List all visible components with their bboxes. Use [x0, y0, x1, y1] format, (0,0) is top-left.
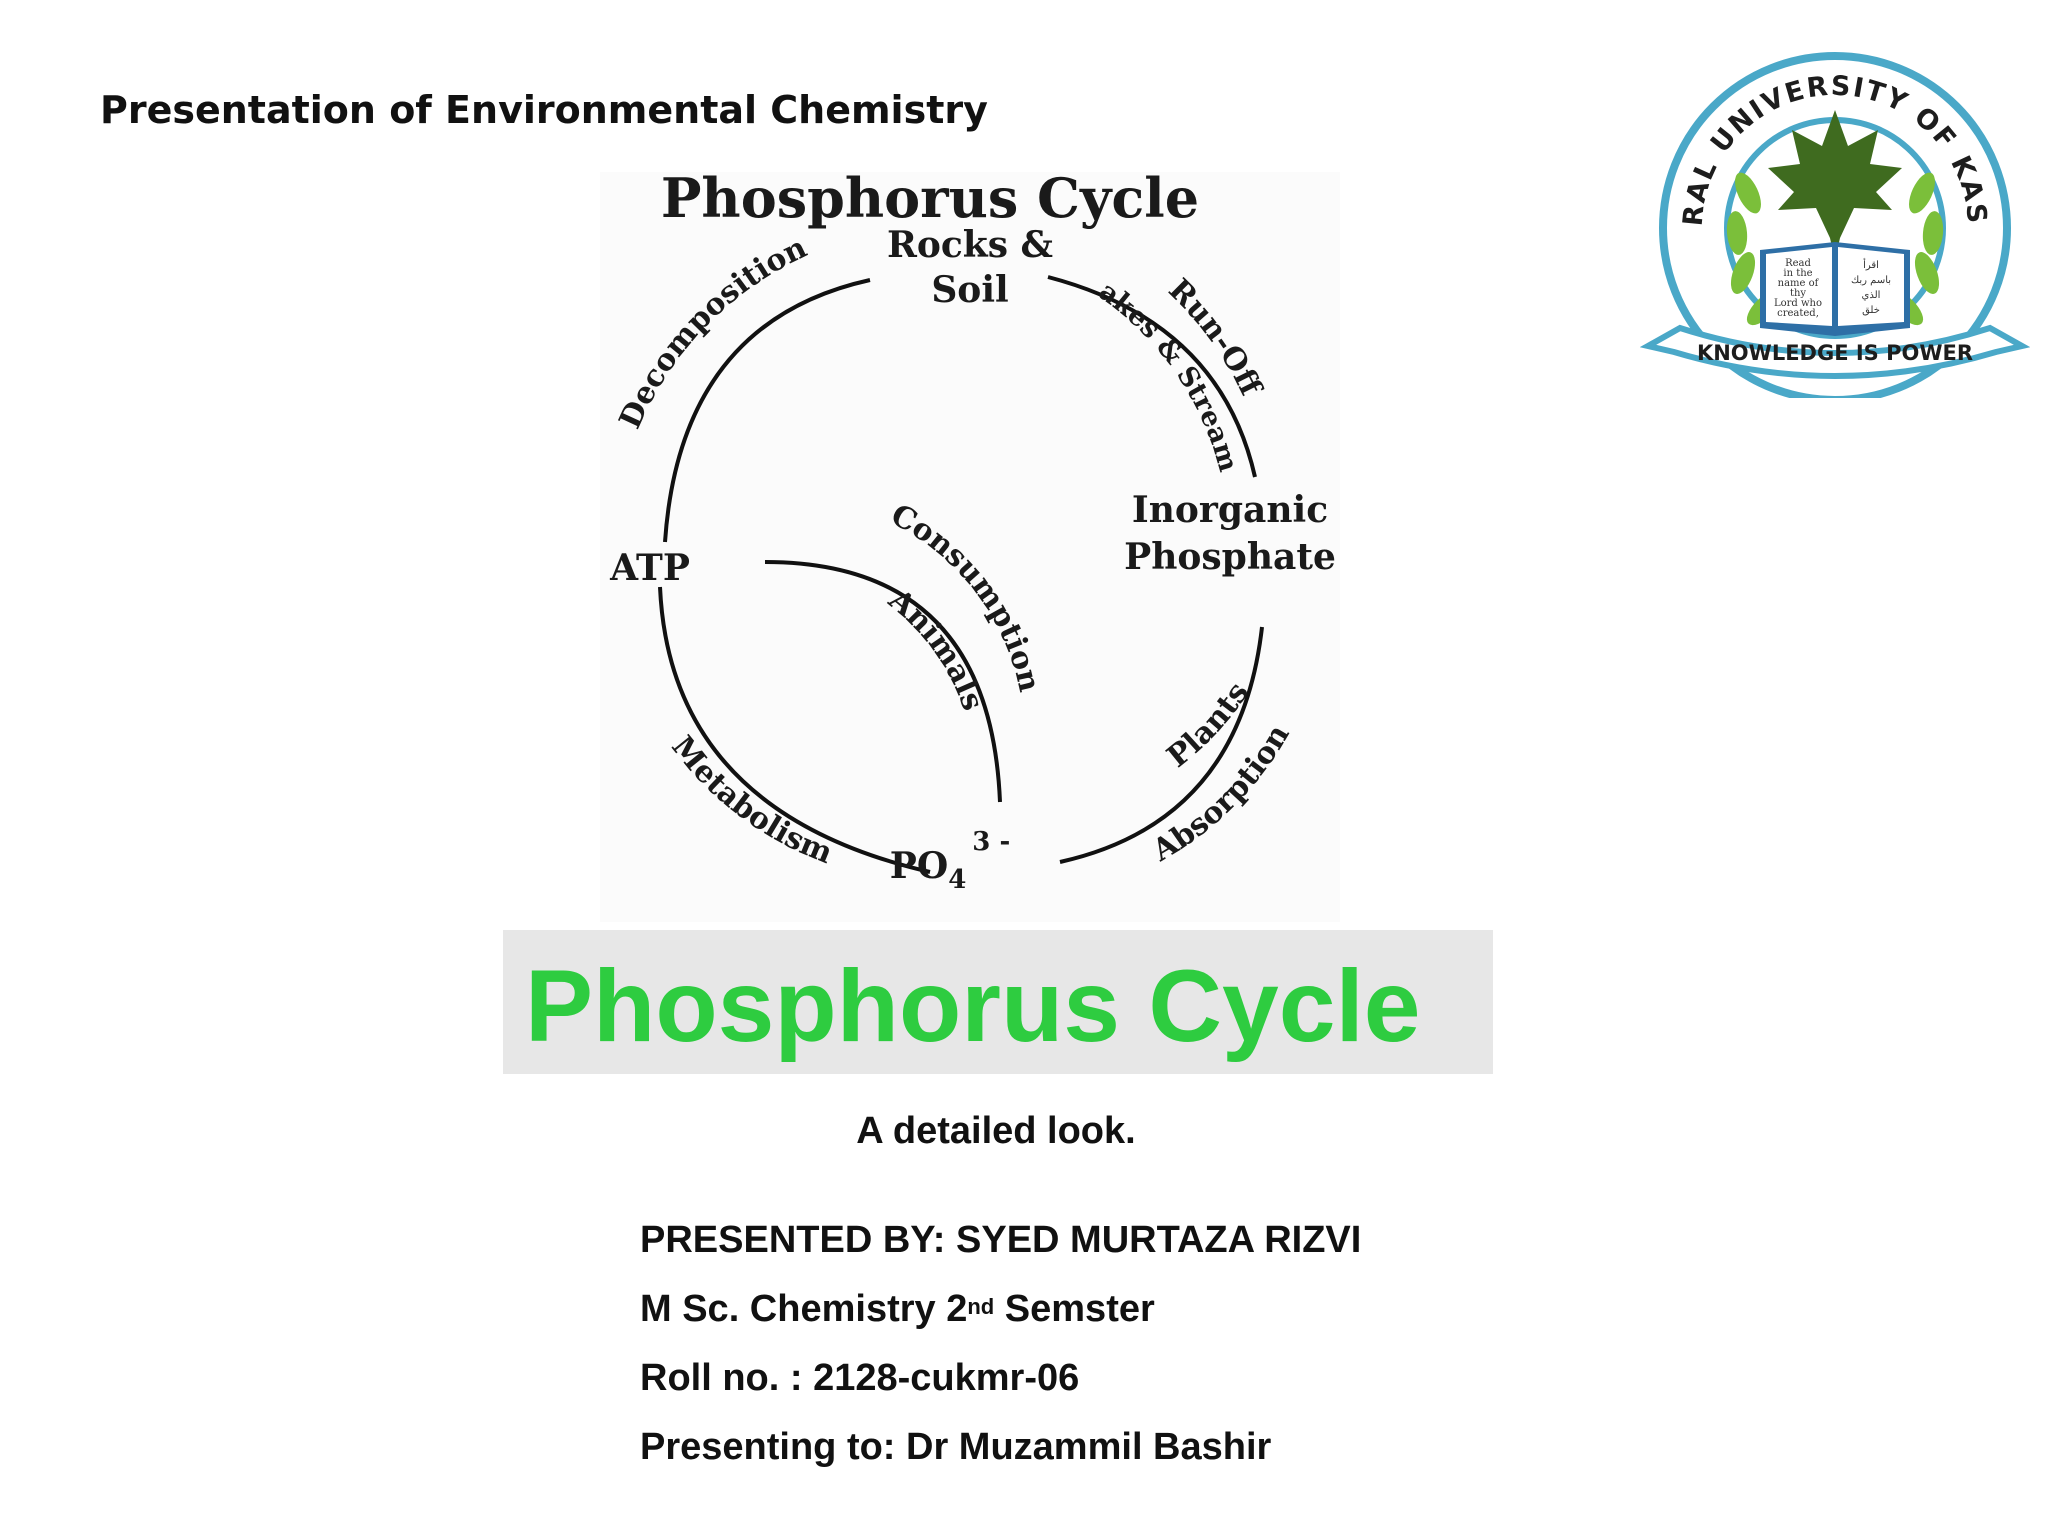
node-inorganic-phosphate: Inorganic — [1132, 489, 1328, 531]
cycle-arc — [1059, 626, 1264, 864]
cycle-arc — [663, 278, 871, 543]
presenter-info: PRESENTED BY: SYED MURTAZA RIZVI M Sc. C… — [640, 1218, 1361, 1494]
open-book-icon — [1760, 242, 1910, 336]
book-text: thy — [1790, 288, 1806, 299]
maple-leaf-icon — [1768, 110, 1902, 260]
svg-text:Decomposition: Decomposition — [613, 230, 813, 434]
presenting-to: Presenting to: Dr Muzammil Bashir — [640, 1426, 1272, 1468]
book-text: name of — [1778, 278, 1820, 289]
node-inorganic-phosphate: Phosphate — [1124, 536, 1336, 578]
cycle-arc — [658, 586, 931, 874]
book-text: Read — [1785, 258, 1811, 269]
book-text: اقرأ — [1863, 258, 1879, 271]
svg-text:Absorption: Absorption — [1146, 719, 1297, 870]
node-rocks-soil: Soil — [931, 269, 1008, 311]
node-rocks-soil: Rocks & — [887, 224, 1053, 266]
cycle-arc — [764, 560, 1002, 803]
slide-subtitle: A detailed look. — [856, 1110, 1136, 1152]
book-text: باسم ربك — [1851, 275, 1891, 286]
cycle-arc — [1047, 275, 1257, 478]
diagram-title: Phosphorus Cycle — [661, 172, 1199, 230]
process-decomposition: Decomposition — [613, 230, 813, 434]
book-text: created, — [1777, 308, 1819, 319]
motto-ribbon — [1640, 324, 2030, 379]
phosphorus-cycle-diagram: Phosphorus Cycle Rocks & Soil Inorganic … — [600, 172, 1340, 922]
book-text: Lord who — [1774, 298, 1822, 309]
node-atp: ATP — [609, 547, 690, 589]
svg-text:Metabolism: Metabolism — [664, 730, 837, 872]
presented-by: PRESENTED BY: SYED MURTAZA RIZVI — [640, 1219, 1362, 1261]
process-metabolism: Metabolism — [664, 730, 837, 872]
logo-motto: KNOWLEDGE IS POWER — [1697, 341, 1973, 365]
slide-title: Phosphorus Cycle — [525, 949, 1421, 1063]
program: M Sc. Chemistry 2nd Semster — [640, 1288, 1155, 1330]
process-absorption: Absorption — [1146, 719, 1297, 870]
book-text: خلق — [1862, 305, 1880, 316]
university-logo: CENTRAL UNIVERSITY OF KASHMIR Read in th… — [1640, 28, 2030, 398]
course-title: Presentation of Environmental Chemistry — [100, 88, 988, 132]
title-banner: Phosphorus Cycle — [503, 930, 1493, 1074]
book-text: الذي — [1862, 290, 1881, 301]
book-text: in the — [1783, 268, 1812, 279]
node-po4: PO43 - — [890, 827, 1010, 895]
roll-number: Roll no. : 2128-cukmr-06 — [640, 1357, 1080, 1399]
